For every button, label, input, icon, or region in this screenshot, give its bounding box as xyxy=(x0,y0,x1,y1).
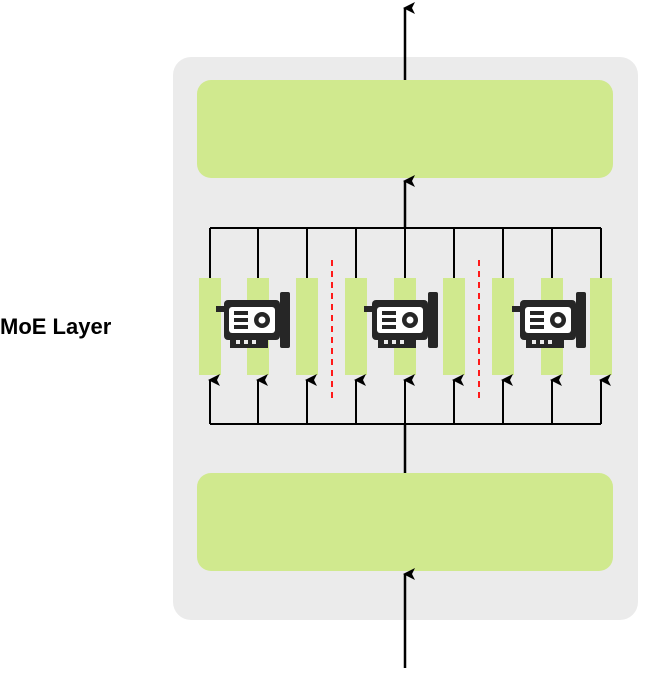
expert-bar-3 xyxy=(296,278,318,375)
moe-layer-label: MoE Layer xyxy=(0,314,112,339)
expert-bar-1 xyxy=(199,278,221,375)
input-block xyxy=(197,473,613,571)
output-block xyxy=(197,80,613,178)
expert-bar-4 xyxy=(345,278,367,375)
expert-bar-6 xyxy=(443,278,465,375)
expert-bar-9 xyxy=(590,278,612,375)
expert-bar-7 xyxy=(492,278,514,375)
